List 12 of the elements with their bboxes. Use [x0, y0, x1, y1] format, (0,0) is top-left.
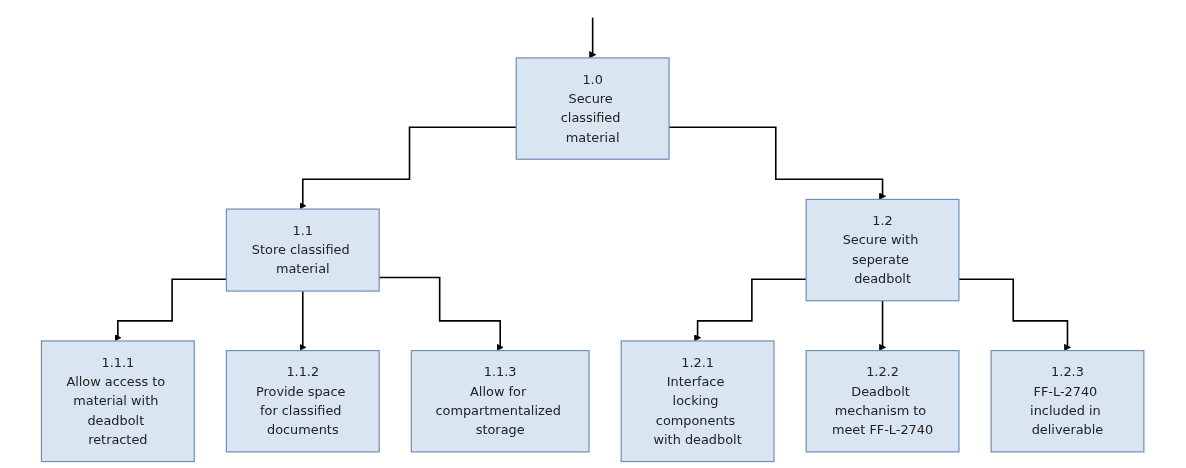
node-box: 1.1.3 Allow for compartmentalized storage [411, 350, 590, 453]
arrow [589, 16, 597, 59]
node-box: 1.2 Secure with seperate deadbolt [805, 198, 960, 302]
arrow [299, 290, 307, 351]
node-box: 1.2.2 Deadbolt mechanism to meet FF-L-2740 [805, 350, 960, 453]
node-box: 1.1 Store classified material [226, 208, 381, 292]
node-box: 1.2.3 FF-L-2740 included in deliverable [990, 350, 1145, 453]
node-box: 1.0 Secure classified material [516, 57, 670, 160]
node-box: 1.1.2 Provide space for classified documents [226, 350, 381, 453]
arrow [879, 299, 887, 351]
node-box: 1.1.1 Allow access to material with deadbolt retracted [41, 340, 196, 463]
node-box: 1.2.1 Interface locking components with deadbolt [620, 340, 775, 463]
